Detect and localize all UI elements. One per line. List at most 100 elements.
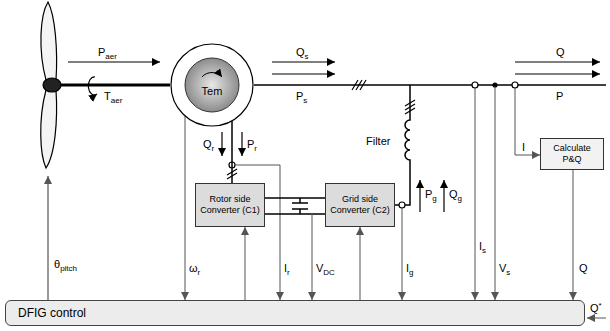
turbine-hub	[43, 78, 61, 92]
symbol: Q	[449, 188, 458, 200]
subscript: DC	[323, 268, 335, 277]
subscript: r	[212, 144, 215, 153]
signal-name: Paer	[98, 46, 117, 60]
power-arrow	[443, 180, 444, 212]
process-box: Calculate P&Q	[540, 138, 604, 170]
signal-name: θpitch	[54, 258, 77, 272]
power-wire	[265, 197, 325, 199]
subscript: g	[409, 268, 413, 277]
power-arrow	[419, 180, 420, 212]
dc-capacitor	[292, 198, 308, 214]
signal-name: Qs	[296, 46, 309, 60]
symbol: Q	[203, 138, 212, 150]
stator-bus	[254, 84, 606, 86]
signal-line	[475, 88, 476, 300]
torque-arrow	[88, 77, 97, 95]
signal-line	[402, 208, 403, 300]
subscript: s	[506, 268, 510, 277]
signal-line	[495, 87, 496, 300]
signal-arrow	[245, 227, 246, 300]
signal-name: Ps	[296, 90, 307, 104]
symbol: θ	[54, 258, 60, 270]
signal-arrow	[185, 116, 186, 300]
symbol: I	[479, 240, 482, 252]
signal-name: ωr	[189, 262, 200, 276]
subscript: g	[458, 194, 462, 203]
subscript: s	[305, 52, 309, 61]
current-sensor	[512, 82, 518, 88]
signal-name: Taer	[104, 90, 122, 104]
stator-circle	[171, 44, 253, 126]
signal-name: Pg	[425, 188, 437, 202]
subscript: r	[287, 268, 290, 277]
node-text: DFIG control	[18, 306, 86, 320]
part-label: P	[556, 90, 563, 103]
subscript: pitch	[60, 264, 77, 273]
three-phase-mark	[405, 100, 415, 114]
subscript: s	[303, 96, 307, 105]
signal-name: VDC	[316, 262, 335, 276]
reference-input	[587, 318, 606, 319]
node-text: Rotor side Converter (C1)	[200, 194, 260, 216]
signal-name: Qg	[449, 188, 462, 202]
three-phase-mark	[352, 80, 366, 90]
symbol: P	[98, 46, 105, 58]
signal-name: Ig	[406, 262, 414, 276]
node-text: Calculate P&Q	[545, 143, 599, 165]
voltage-tap	[493, 83, 497, 87]
signal-line	[515, 88, 540, 155]
power-arrow	[221, 132, 222, 156]
symbol: V	[499, 262, 506, 274]
symbol: P	[247, 138, 254, 150]
signal-name: Qr	[203, 138, 214, 152]
part-label: I	[522, 141, 525, 154]
symbol: P	[425, 188, 432, 200]
symbol: Q	[590, 302, 599, 314]
signal-line	[312, 214, 313, 300]
subscript: r	[198, 268, 201, 277]
signal-name: Vs	[499, 262, 510, 276]
symbol: I	[406, 262, 409, 274]
power-arrow	[272, 73, 335, 74]
superscript: *	[599, 301, 602, 310]
signal-name: Pr	[247, 138, 257, 152]
generator-circle: Tem	[170, 43, 254, 127]
power-arrow	[272, 61, 335, 62]
power-wire	[231, 121, 233, 183]
signal-name: Is	[479, 240, 486, 254]
node-text: Grid side Converter (C2)	[330, 194, 390, 216]
pitch-signal	[47, 176, 48, 300]
rotor-circle	[185, 58, 239, 112]
part-label: Filter	[366, 135, 390, 148]
symbol: Q	[296, 46, 305, 58]
signal-name: Q	[579, 262, 588, 275]
node-text: Tem	[202, 85, 223, 97]
filter-inductor	[395, 85, 410, 205]
subscript: s	[482, 246, 486, 255]
current-sensor	[472, 82, 478, 88]
signal-name: Q*	[590, 302, 602, 316]
subscript: r	[254, 144, 257, 153]
part-label: Q	[556, 46, 565, 59]
symbol: T	[104, 90, 111, 102]
converter-box: Rotor side Converter (C1)	[195, 183, 265, 227]
current-sensor	[399, 202, 405, 208]
shaft	[58, 84, 170, 87]
power-arrow	[515, 61, 600, 62]
control-box: DFIG control	[5, 300, 585, 326]
signal-arrow	[360, 227, 361, 300]
converter-box: Grid side Converter (C2)	[325, 183, 395, 227]
subscript: aer	[111, 96, 123, 105]
symbol: P	[296, 90, 303, 102]
symbol: I	[284, 262, 287, 274]
dc-rail	[265, 213, 325, 215]
signal-arrow	[573, 170, 574, 300]
torque-arrow	[202, 73, 222, 77]
subscript: aer	[105, 52, 117, 61]
power-arrow	[241, 132, 242, 156]
power-arrow	[68, 61, 160, 62]
signal-name: Ir	[284, 262, 290, 276]
